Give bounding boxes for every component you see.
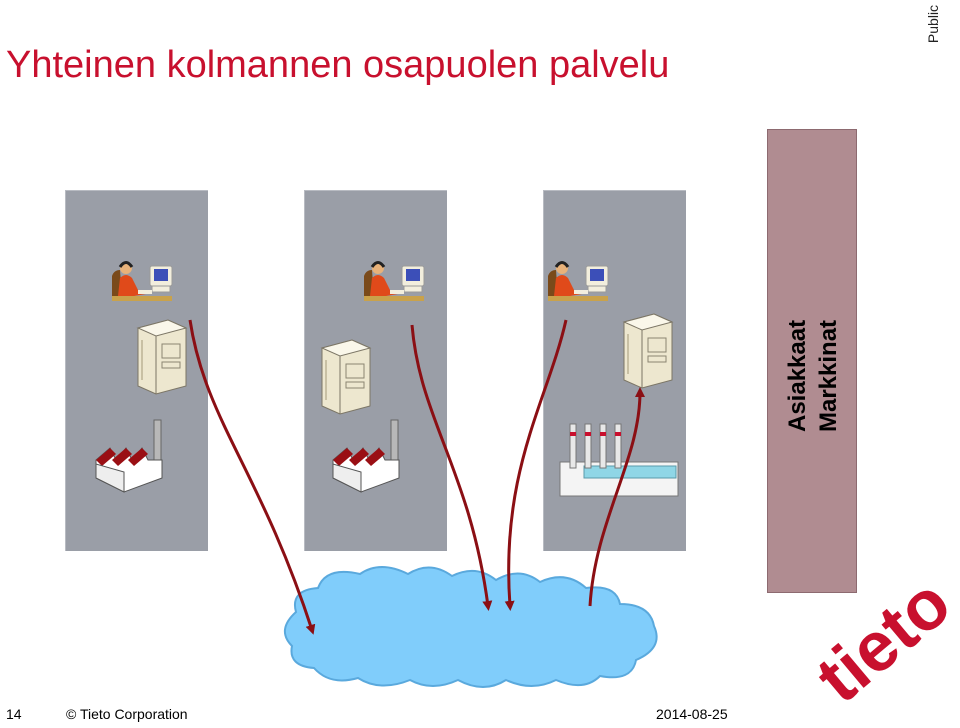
- arrow-3: [504, 319, 568, 611]
- operator-icon-1: [110, 260, 174, 303]
- date-text: 2014-08-25: [656, 706, 728, 722]
- operator-icon-3: [546, 260, 610, 303]
- operator-icon-2: [362, 260, 426, 303]
- tieto-logo: tieto: [802, 563, 960, 718]
- market-box: [767, 129, 857, 593]
- svg-text:tieto: tieto: [802, 563, 960, 718]
- copyright-text: © Tieto Corporation: [66, 706, 188, 722]
- slide-title: Yhteinen kolmannen osapuolen palvelu: [6, 44, 670, 86]
- cloud-shape: [284, 566, 658, 688]
- page-number: 14: [6, 706, 22, 722]
- arrow-1: [188, 319, 316, 635]
- server-icon-2: [321, 339, 371, 415]
- server-icon-3: [623, 313, 673, 389]
- server-icon-1: [137, 319, 187, 395]
- arrow-4: [588, 387, 645, 607]
- arrow-2: [410, 324, 493, 611]
- factory-icon-1: [95, 419, 163, 493]
- factory-icon-2: [332, 419, 400, 493]
